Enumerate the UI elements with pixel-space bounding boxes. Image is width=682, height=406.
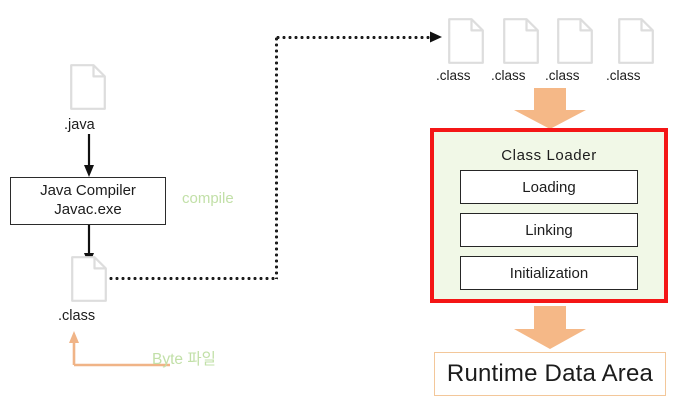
dotted-connector-bottom (108, 277, 278, 280)
java-compiler-box: Java Compiler Javac.exe (10, 177, 166, 225)
compiler-line-1: Java Compiler (40, 182, 136, 200)
compile-note: compile (182, 190, 234, 207)
dotted-connector-top (275, 36, 432, 39)
class-file-icon-3 (557, 18, 593, 64)
class-file-icon-4 (618, 18, 654, 64)
class-file-icon-2 (503, 18, 539, 64)
phase-label-loading: Loading (522, 178, 576, 196)
class-file-icon-1 (448, 18, 484, 64)
java-file-label: .java (64, 117, 95, 133)
phase-label-linking: Linking (525, 221, 573, 239)
arrow-java-to-compiler (84, 134, 94, 177)
byte-file-note: Byte 파일 (152, 351, 216, 368)
class-file-label-4: .class (606, 68, 641, 83)
runtime-data-area-label: Runtime Data Area (446, 360, 654, 387)
class-file-label-3: .class (545, 68, 580, 83)
dotted-connector-arrowhead (430, 31, 442, 43)
phase-box-initialization[interactable]: Initialization (460, 256, 638, 290)
phase-label-initialization: Initialization (509, 264, 589, 282)
class-loader-panel: Class Loader Loading Linking Initializat… (430, 128, 668, 303)
arrow-loader-to-runtime (514, 306, 586, 349)
class-file-label-2: .class (491, 68, 526, 83)
class-file-label-1: .class (436, 68, 471, 83)
class-loader-title: Class Loader (501, 147, 597, 164)
dotted-connector-vertical (275, 36, 278, 279)
byte-file-elbow-arrow (69, 331, 170, 367)
runtime-data-area-box: Runtime Data Area (434, 352, 666, 396)
java-file-icon (70, 64, 106, 110)
phase-box-linking[interactable]: Linking (460, 213, 638, 247)
class-file-label-left: .class (58, 308, 96, 324)
compiler-line-2: Javac.exe (54, 201, 122, 218)
arrow-classfiles-to-loader (514, 88, 586, 129)
class-file-icon-left (71, 256, 107, 302)
phase-box-loading[interactable]: Loading (460, 170, 638, 204)
